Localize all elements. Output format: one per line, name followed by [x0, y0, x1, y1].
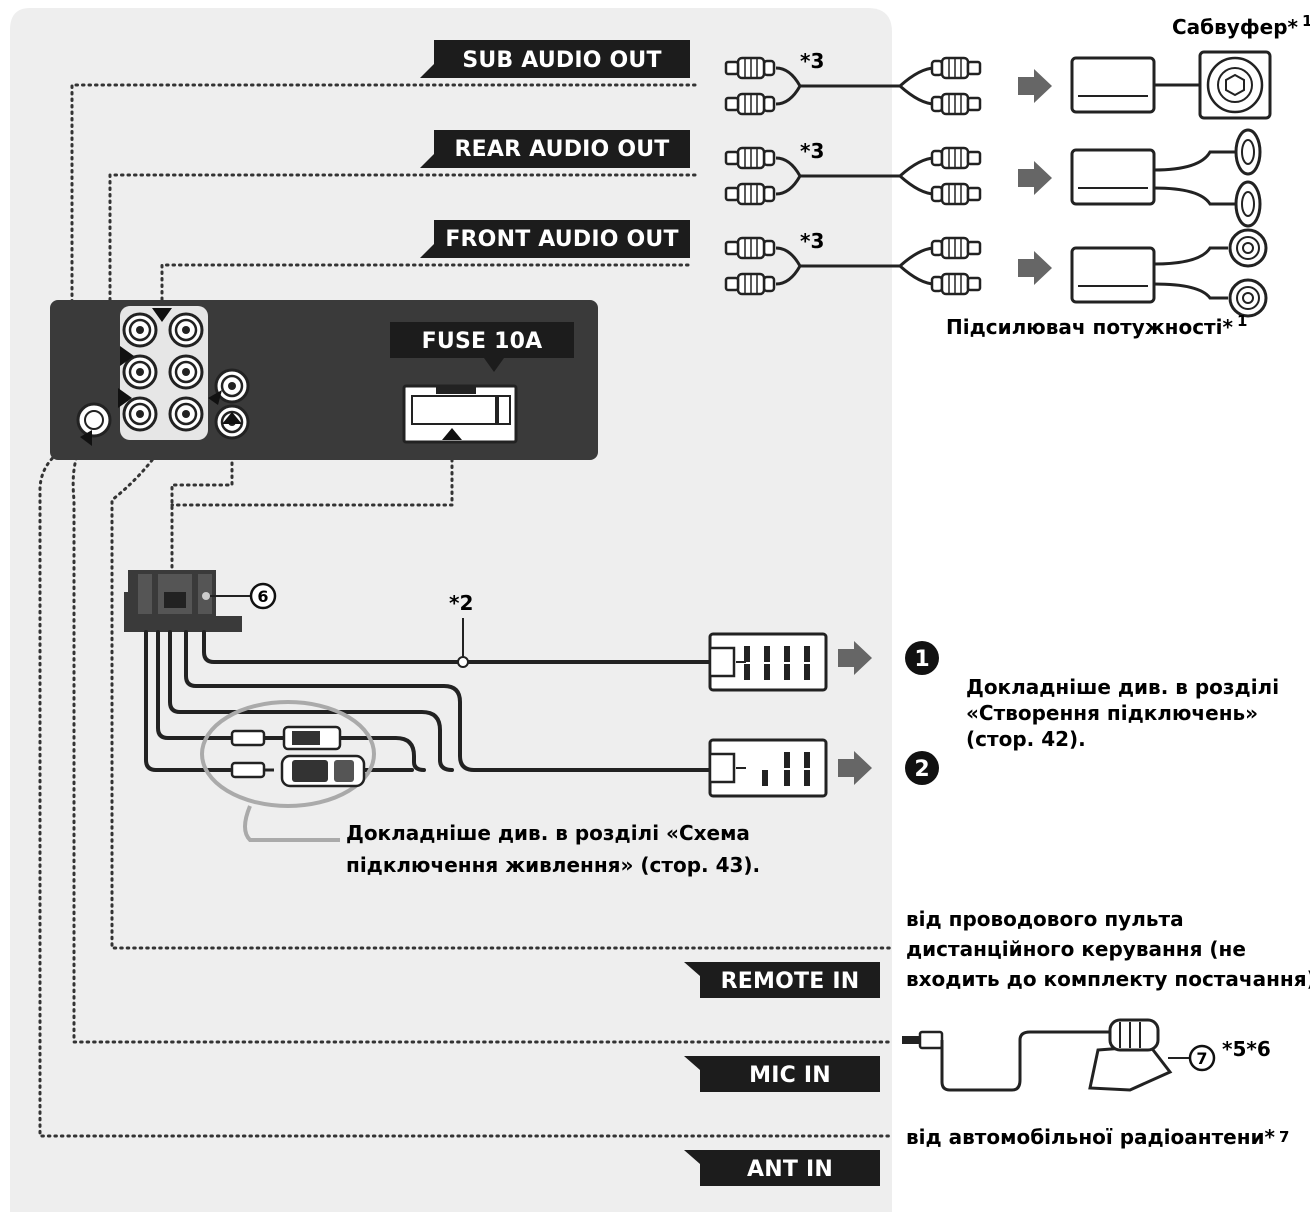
footnote-mark-rear: *3	[800, 139, 824, 163]
power-note-line1: Докладніше див. в розділі «Схема	[346, 821, 750, 845]
power-leads-group	[200, 700, 376, 842]
sub-audio-out-label: SUB AUDIO OUT	[462, 48, 661, 73]
amplifier-label: Підсилювач потужності*1	[946, 312, 1247, 339]
mic-in-tag: MIC IN	[684, 1056, 880, 1092]
front-audio-out-tag: FRONT AUDIO OUT	[420, 220, 690, 258]
antenna-note: від автомобільної радіоантени*7	[906, 1125, 1289, 1149]
ant-in-label: ANT IN	[747, 1157, 833, 1182]
remote-note-line1: від проводового пульта	[906, 907, 1184, 931]
svg-text:2: 2	[914, 757, 929, 782]
harness-wires: *2	[144, 591, 714, 772]
footnote-mark-mic: *5*6	[1222, 1037, 1271, 1061]
arrow-to-rear-amp	[1018, 161, 1052, 195]
connector-2-badge: 2	[905, 751, 939, 785]
front-amp	[1070, 228, 1268, 318]
remote-note-line2: дистанційного керування (не	[906, 937, 1246, 961]
rca-cables-front: *3	[726, 229, 982, 296]
connections-note-line3: (стор. 42).	[966, 727, 1086, 751]
connector-6-number: 6	[257, 587, 268, 606]
harness-block: 6	[124, 570, 277, 632]
subwoofer-label: Сабвуфер*1	[1172, 12, 1310, 39]
footnote-mark-sub: *3	[800, 49, 824, 73]
remote-in-label: REMOTE IN	[721, 969, 860, 994]
remote-in-tag: REMOTE IN	[684, 962, 880, 998]
rca-cables-sub: *3	[726, 49, 982, 116]
power-note-line2: підключення живлення» (стор. 43).	[346, 853, 760, 877]
connector-1-badge: 1	[905, 641, 939, 675]
connections-note-line2: «Створення підключень»	[966, 701, 1258, 725]
rear-audio-out-label: REAR AUDIO OUT	[455, 137, 670, 162]
rear-amp	[1070, 128, 1262, 228]
microphone: 7 *5*6	[902, 1018, 1271, 1092]
ant-in-tag: ANT IN	[684, 1150, 880, 1186]
footnote-mark-front: *3	[800, 229, 824, 253]
connector-7-number: 7	[1196, 1049, 1207, 1068]
iso-connector-1	[708, 632, 828, 692]
sub-audio-out-tag: SUB AUDIO OUT	[420, 40, 690, 78]
mic-in-label: MIC IN	[749, 1063, 831, 1088]
footnote-mark-harness: *2	[449, 591, 473, 615]
connections-note-line1: Докладніше див. в розділі	[966, 675, 1279, 699]
svg-text:1: 1	[914, 647, 929, 672]
iso-connector-2	[708, 738, 828, 798]
rca-cables-rear: *3	[726, 139, 982, 206]
rear-audio-out-tag: REAR AUDIO OUT	[420, 130, 690, 168]
remote-note-line3: входить до комплекту постачання)*4	[906, 964, 1310, 991]
arrow-to-front-amp	[1018, 251, 1052, 285]
front-audio-out-label: FRONT AUDIO OUT	[445, 227, 678, 252]
arrow-to-sub-amp	[1018, 69, 1052, 103]
fuse-tag: FUSE 10A	[390, 322, 574, 372]
subwoofer-amp	[1070, 50, 1272, 120]
jack-arrows	[80, 308, 462, 446]
fuse-label: FUSE 10A	[422, 329, 543, 354]
